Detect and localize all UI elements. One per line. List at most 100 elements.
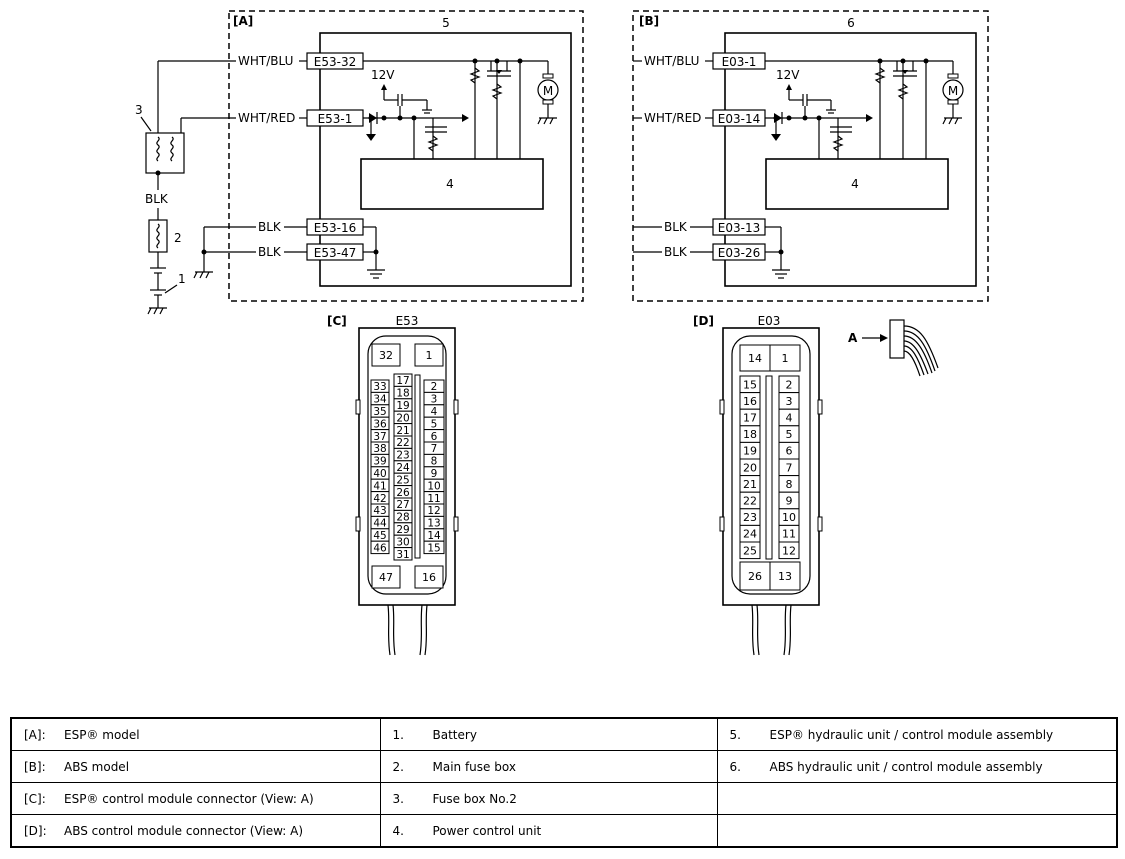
- legend-text: ABS hydraulic unit / control module asse…: [769, 759, 1043, 774]
- esp-dashed-boundary: [228, 10, 584, 302]
- fuse-box-no2: [145, 132, 185, 174]
- pin-label: 7: [786, 461, 793, 474]
- wire-color-label: WHT/RED: [644, 111, 701, 125]
- ground-symbol: [772, 269, 790, 279]
- pin-label: 4: [786, 412, 793, 425]
- pin-label: 28: [396, 512, 409, 524]
- pin-label: 14: [748, 352, 762, 365]
- legend-key: 6.: [729, 759, 741, 774]
- pin-label: 16: [422, 571, 436, 584]
- pin-label: 37: [373, 431, 386, 443]
- wire-color-label: BLK: [258, 245, 282, 259]
- chassis-ground-symbol: [942, 117, 962, 125]
- legend-cell: 2. Main fuse box: [379, 750, 718, 783]
- pin-label: 19: [396, 400, 409, 412]
- pin-cell: [778, 541, 800, 560]
- pin-label: 38: [373, 443, 386, 455]
- transistor-symbol: [893, 61, 917, 77]
- pin-label: 17: [396, 375, 409, 387]
- pin-label: 22: [396, 437, 409, 449]
- legend-text: Main fuse box: [432, 759, 516, 774]
- pin-label: 21: [743, 478, 757, 491]
- legend-key: 2.: [392, 759, 404, 774]
- terminal-label: E03-26: [718, 246, 760, 260]
- pin-label: 11: [427, 493, 440, 505]
- legend-cell: [C]:ESP® control module connector (View:…: [10, 782, 381, 815]
- legend-cell: 6. ABS hydraulic unit / control module as…: [716, 750, 1118, 783]
- legend-key: 5.: [729, 727, 741, 742]
- pin-cell: [423, 540, 445, 555]
- terminal-label: E03-1: [722, 55, 757, 69]
- pin-label: 33: [373, 381, 386, 393]
- abs-power-control-unit: [765, 158, 949, 210]
- pin-label: 24: [743, 528, 757, 541]
- legend-key: [B]:: [24, 759, 46, 774]
- pin-label: 3: [431, 394, 438, 406]
- connector-e53-housing: [358, 327, 456, 606]
- pin-cell: [371, 343, 401, 367]
- abs-unit-number: 6: [847, 16, 855, 30]
- pin-label: 26: [396, 487, 410, 499]
- legend-key: [D]:: [24, 823, 47, 838]
- pin-label: 5: [431, 418, 438, 430]
- connector-e03-label: E03: [758, 314, 781, 328]
- pin-label: 16: [743, 395, 757, 408]
- legend-cell: [A]:ESP® model: [10, 717, 381, 751]
- abs-dashed-boundary: [632, 10, 989, 302]
- pin-label: 10: [427, 480, 440, 492]
- legend-cell: 5.ESP® hydraulic unit / control module a…: [716, 717, 1118, 751]
- pin-label: 4: [431, 406, 438, 418]
- legend-cell: 4. Power control unit: [379, 814, 718, 848]
- pin-label: 43: [373, 505, 386, 517]
- pin-label: 23: [743, 511, 757, 524]
- pin-cell: [769, 561, 801, 591]
- terminal-label: E53-47: [314, 246, 356, 260]
- legend-cell: [B]:ABS model: [10, 750, 381, 783]
- panel-a-tag: [A]: [233, 14, 253, 28]
- pin-label: 36: [373, 418, 387, 430]
- pin-label: 3: [786, 395, 793, 408]
- panel-d-tag: [D]: [693, 314, 714, 328]
- legend-text: Fuse box No.2: [432, 791, 517, 806]
- esp-unit-number: 5: [442, 16, 450, 30]
- pin-cell: [371, 565, 401, 589]
- pin-label: 18: [743, 428, 757, 441]
- terminal-label: E53-1: [318, 112, 353, 126]
- pin-cell: [739, 541, 761, 560]
- terminal-label: E53-16: [314, 221, 356, 235]
- fuse-box-number: 3: [135, 103, 143, 117]
- legend-key: 1.: [392, 727, 404, 742]
- battery-number: 1: [178, 272, 186, 286]
- pin-cell: [414, 565, 444, 589]
- pin-cell: [414, 343, 444, 367]
- legend-row: [A]:ESP® model 1.Battery 5.ESP® hydrauli…: [10, 717, 1118, 751]
- pin-label: 9: [786, 495, 793, 508]
- pin-label: 2: [786, 378, 793, 391]
- pin-label: 45: [373, 530, 386, 542]
- connector-e53-label: E53: [396, 314, 419, 328]
- legend-cell: [D]:ABS control module connector (View: …: [10, 814, 381, 848]
- pin-label: 25: [396, 474, 409, 486]
- legend-key: 4.: [392, 823, 404, 838]
- pin-label: 35: [373, 406, 386, 418]
- panel-esp-model: [A] 5 4 WHT/BLU E53-32 WHT/RED E53-1 BLK…: [135, 10, 584, 315]
- abs-pcu-number: 4: [851, 177, 859, 191]
- chassis-ground-symbol: [537, 117, 557, 125]
- motor-label: M: [948, 84, 958, 98]
- pin-label: 32: [379, 349, 393, 362]
- pin-label: 10: [782, 511, 796, 524]
- legend-text: ESP® model: [64, 727, 140, 742]
- main-fuse-number: 2: [174, 231, 182, 245]
- panel-b-tag: [B]: [639, 14, 659, 28]
- legend-cell: [716, 782, 1118, 815]
- pin-label: 12: [427, 505, 440, 517]
- pin-label: 17: [743, 412, 757, 425]
- pin-cell: [393, 547, 413, 561]
- pin-label: 20: [396, 412, 409, 424]
- view-direction-marker: A: [848, 319, 939, 377]
- legend-text: Power control unit: [432, 823, 542, 838]
- pin-label: 2: [431, 381, 438, 393]
